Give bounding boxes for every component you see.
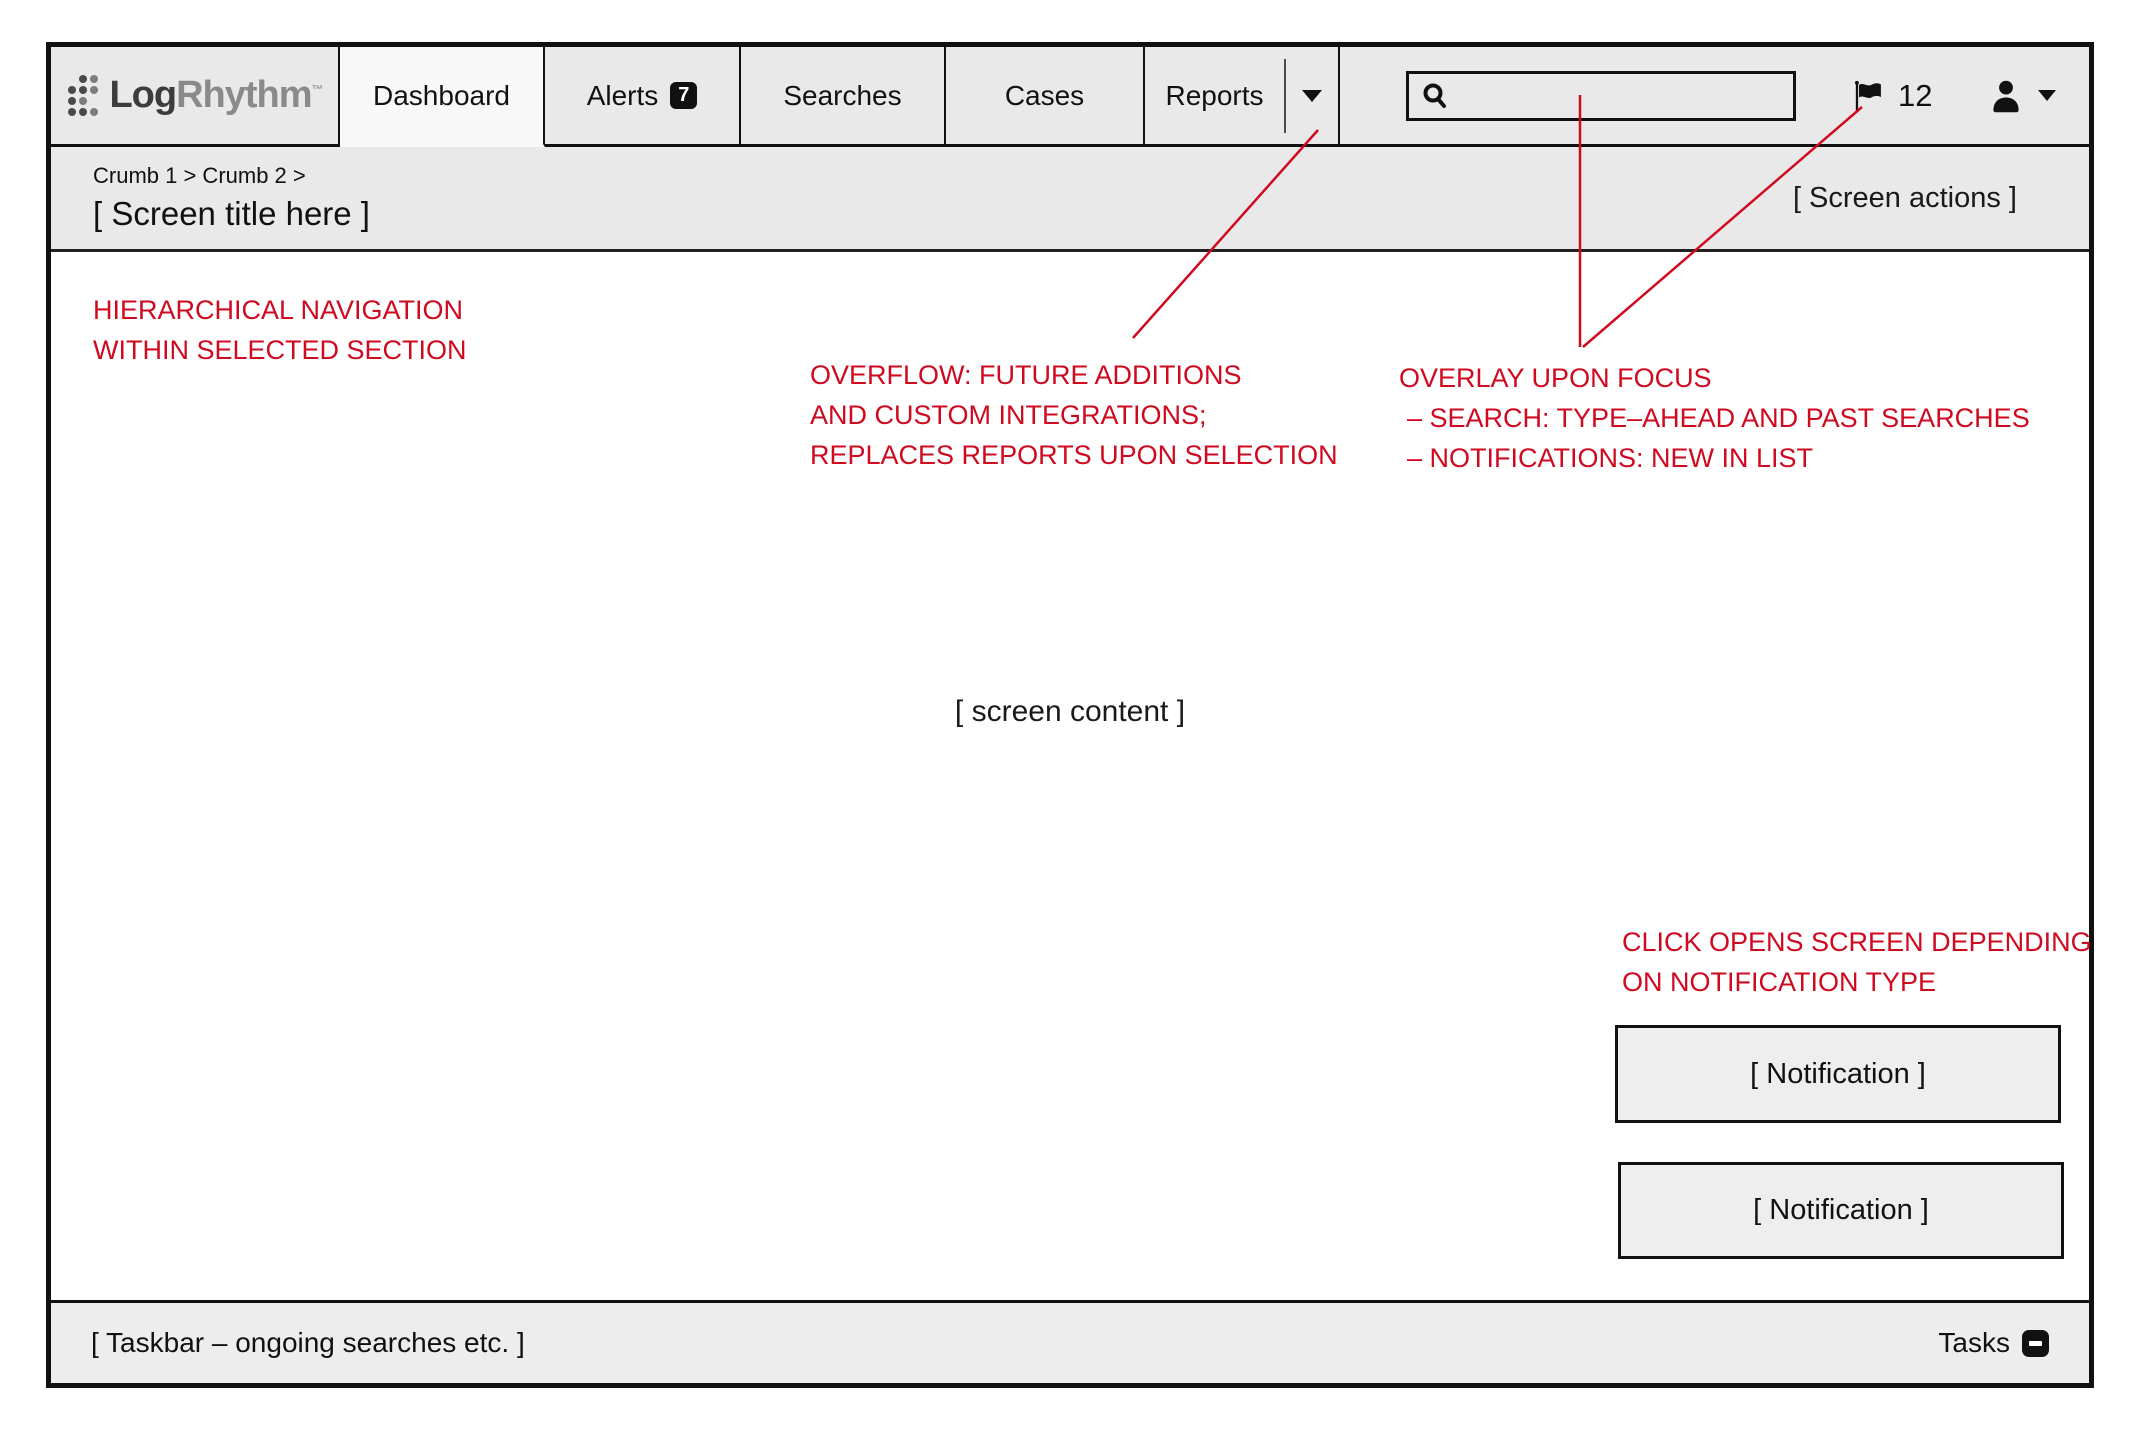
tab-reports-label: Reports xyxy=(1165,79,1264,111)
screen-content-placeholder: [ screen content ] xyxy=(954,695,1186,728)
annotation-overlay-focus: OVERLAY UPON FOCUS – SEARCH: TYPE–AHEAD … xyxy=(1399,363,2030,473)
notification-label: [ Notification ] xyxy=(1750,1057,1926,1090)
flag-icon xyxy=(1854,80,1881,111)
notifications-button[interactable]: 12 xyxy=(1850,47,1932,144)
user-menu[interactable] xyxy=(1988,47,2056,144)
tab-dashboard-label: Dashboard xyxy=(373,79,510,111)
tab-reports[interactable]: Reports xyxy=(1145,47,1340,147)
top-navbar: LogRhythm™ Dashboard Alerts 7 Searches C… xyxy=(51,47,2089,147)
notification-item[interactable]: [ Notification ] xyxy=(1618,1162,2064,1259)
tab-alerts[interactable]: Alerts 7 xyxy=(545,47,741,147)
logrhythm-dots-icon xyxy=(66,74,99,118)
tab-cases-label: Cases xyxy=(1004,79,1085,111)
logrhythm-logo[interactable]: LogRhythm™ xyxy=(51,47,340,147)
breadcrumb[interactable]: Crumb 1 > Crumb 2 > xyxy=(93,163,306,188)
notification-item[interactable]: [ Notification ] xyxy=(1615,1025,2061,1123)
annotation-notification-click: CLICK OPENS SCREEN DEPENDING ON NOTIFICA… xyxy=(1622,927,2092,997)
reports-divider xyxy=(1284,58,1286,133)
taskbar: [ Taskbar – ongoing searches etc. ] Task… xyxy=(51,1300,2089,1383)
caret-down-icon xyxy=(2038,90,2056,101)
tasks-toggle[interactable]: Tasks xyxy=(1938,1327,2049,1359)
reports-overflow-button[interactable] xyxy=(1286,47,1338,144)
search-input[interactable] xyxy=(1457,73,1793,119)
tab-cases[interactable]: Cases xyxy=(946,47,1145,147)
annotation-overflow: OVERFLOW: FUTURE ADDITIONS AND CUSTOM IN… xyxy=(810,360,1338,470)
search-icon xyxy=(1423,83,1446,108)
annotation-hierarchical-nav: HIERARCHICAL NAVIGATION WITHIN SELECTED … xyxy=(93,295,467,365)
alerts-count-badge: 7 xyxy=(670,82,698,109)
global-search[interactable] xyxy=(1406,71,1796,121)
notifications-count: 12 xyxy=(1898,77,1933,113)
tab-searches-label: Searches xyxy=(783,79,902,111)
tasks-collapse-icon xyxy=(2022,1329,2049,1357)
tab-searches[interactable]: Searches xyxy=(741,47,946,147)
tab-alerts-label: Alerts xyxy=(586,79,659,111)
navbar-right-area: 12 xyxy=(1340,47,2089,147)
screen-content-area xyxy=(51,252,2089,1300)
page-title: [ Screen title here ] xyxy=(93,195,370,232)
tasks-label: Tasks xyxy=(1938,1327,2010,1358)
user-icon xyxy=(1993,80,2019,112)
logrhythm-wordmark: LogRhythm™ xyxy=(109,74,323,116)
screen-actions[interactable]: [ Screen actions ] xyxy=(1792,181,2017,214)
notification-label: [ Notification ] xyxy=(1753,1194,1929,1226)
header-left: Crumb 1 > Crumb 2 > [ Screen title here … xyxy=(93,163,370,233)
tab-dashboard[interactable]: Dashboard xyxy=(340,47,545,147)
taskbar-label: [ Taskbar – ongoing searches etc. ] xyxy=(91,1327,525,1358)
caret-down-icon xyxy=(1302,89,1322,102)
screen-header: Crumb 1 > Crumb 2 > [ Screen title here … xyxy=(51,147,2089,252)
